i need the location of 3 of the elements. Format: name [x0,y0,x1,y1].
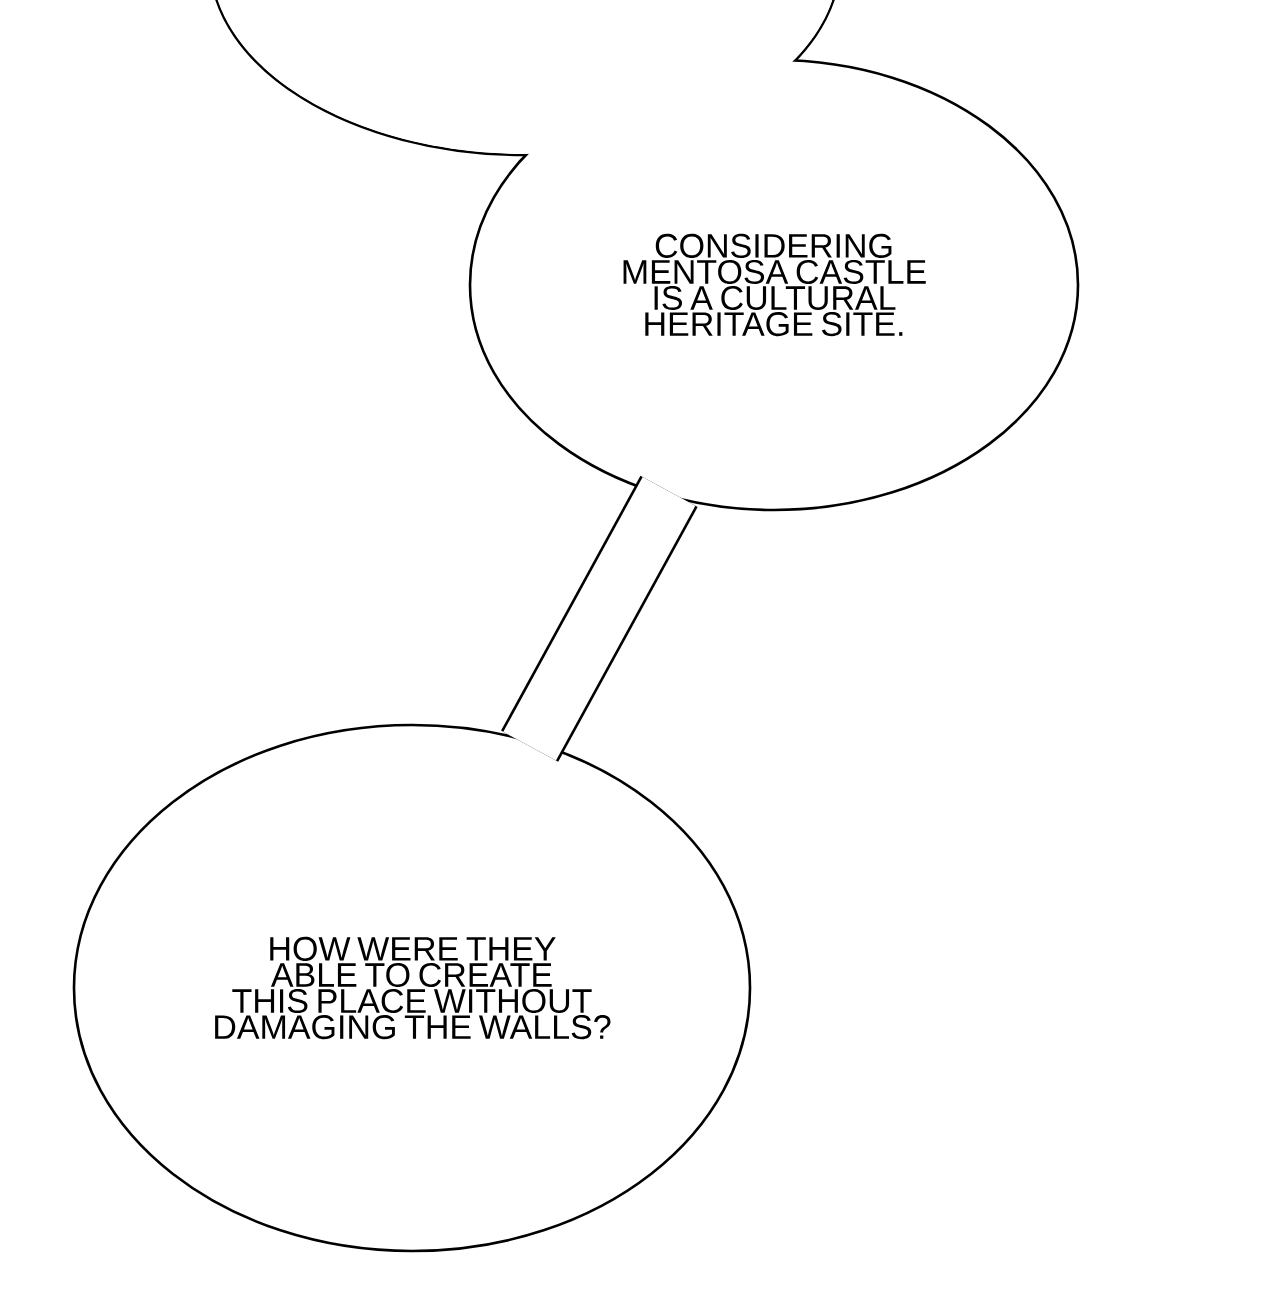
speech-bubble: HOW WERE THEY ABLE TO CREATE THIS PLACE WITHOUT DAMAGING THE WALLS? [72,723,752,1253]
bubble-connector [501,475,698,762]
speech-bubble: CONSIDERING MENTOSA CASTLE IS A CULTURAL HERITAGE SITE. [211,0,1080,512]
